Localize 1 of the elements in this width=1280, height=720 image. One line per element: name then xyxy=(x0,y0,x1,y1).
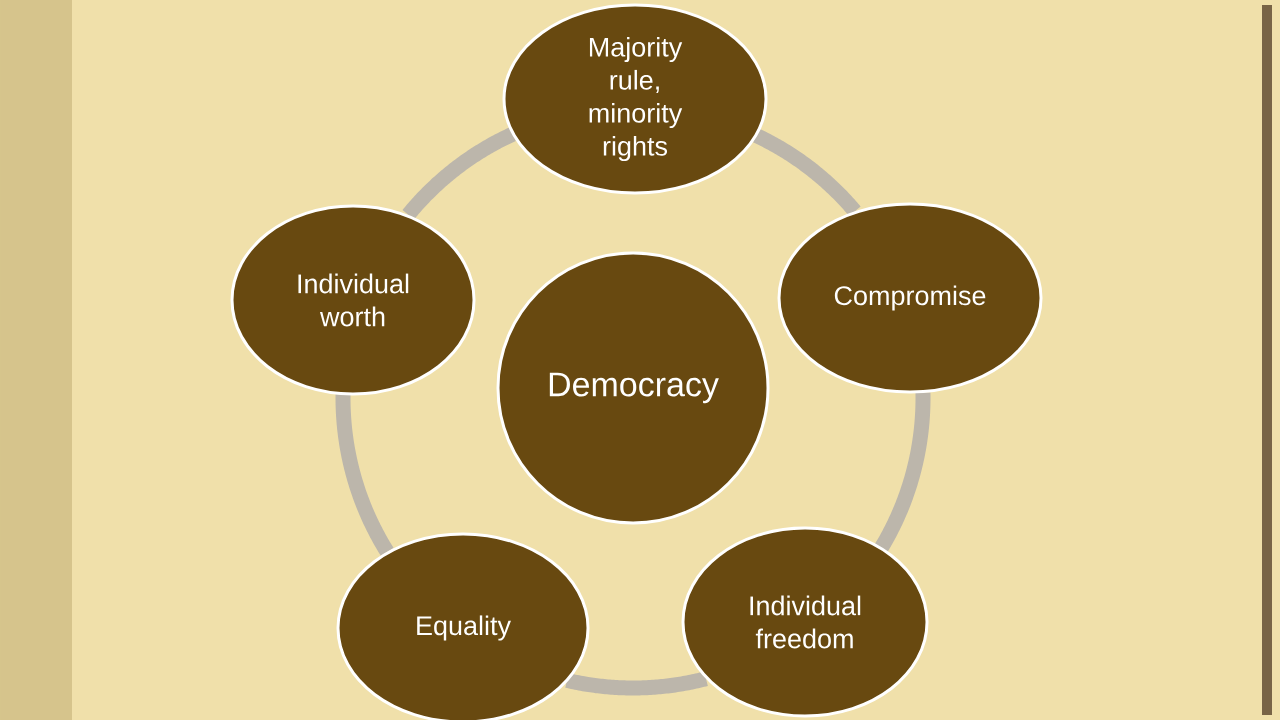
ring-connector xyxy=(401,127,519,221)
